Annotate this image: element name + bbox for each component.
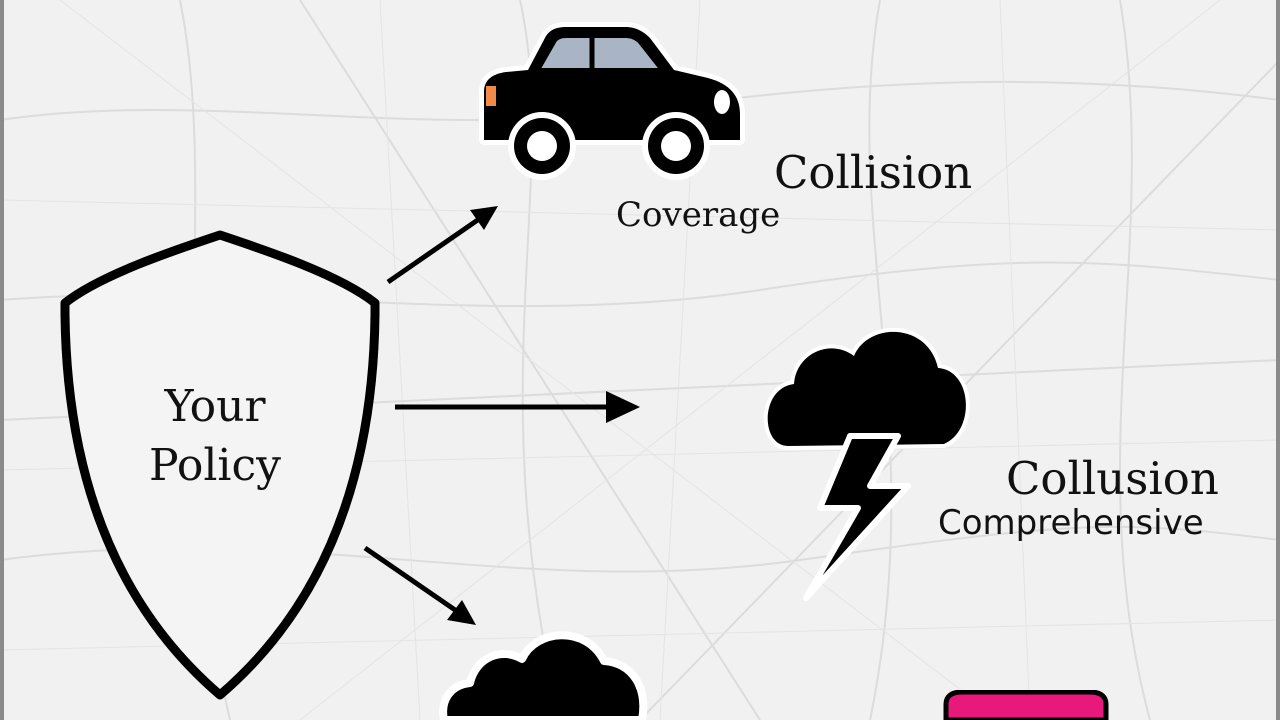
comprehensive-title: Collusion [1006,452,1219,505]
policy-label-line2: Policy [149,440,281,491]
arrow-to-third-coverage [363,545,476,625]
collision-title: Collision [774,146,973,199]
pink-object-icon [943,690,1109,720]
right-frame-edge [1276,0,1280,720]
car-icon [479,22,745,180]
cloud-icon [439,631,648,720]
left-frame-edge [0,0,4,720]
collision-subtitle: Coverage [616,195,781,235]
arrow-to-collision [386,206,498,285]
policy-label-line1: Your [164,381,266,432]
shield-icon [60,230,380,700]
storm-cloud-lightning-icon [763,328,970,601]
arrow-to-comprehensive [395,391,640,423]
comprehensive-subtitle: Comprehensive [938,503,1204,543]
